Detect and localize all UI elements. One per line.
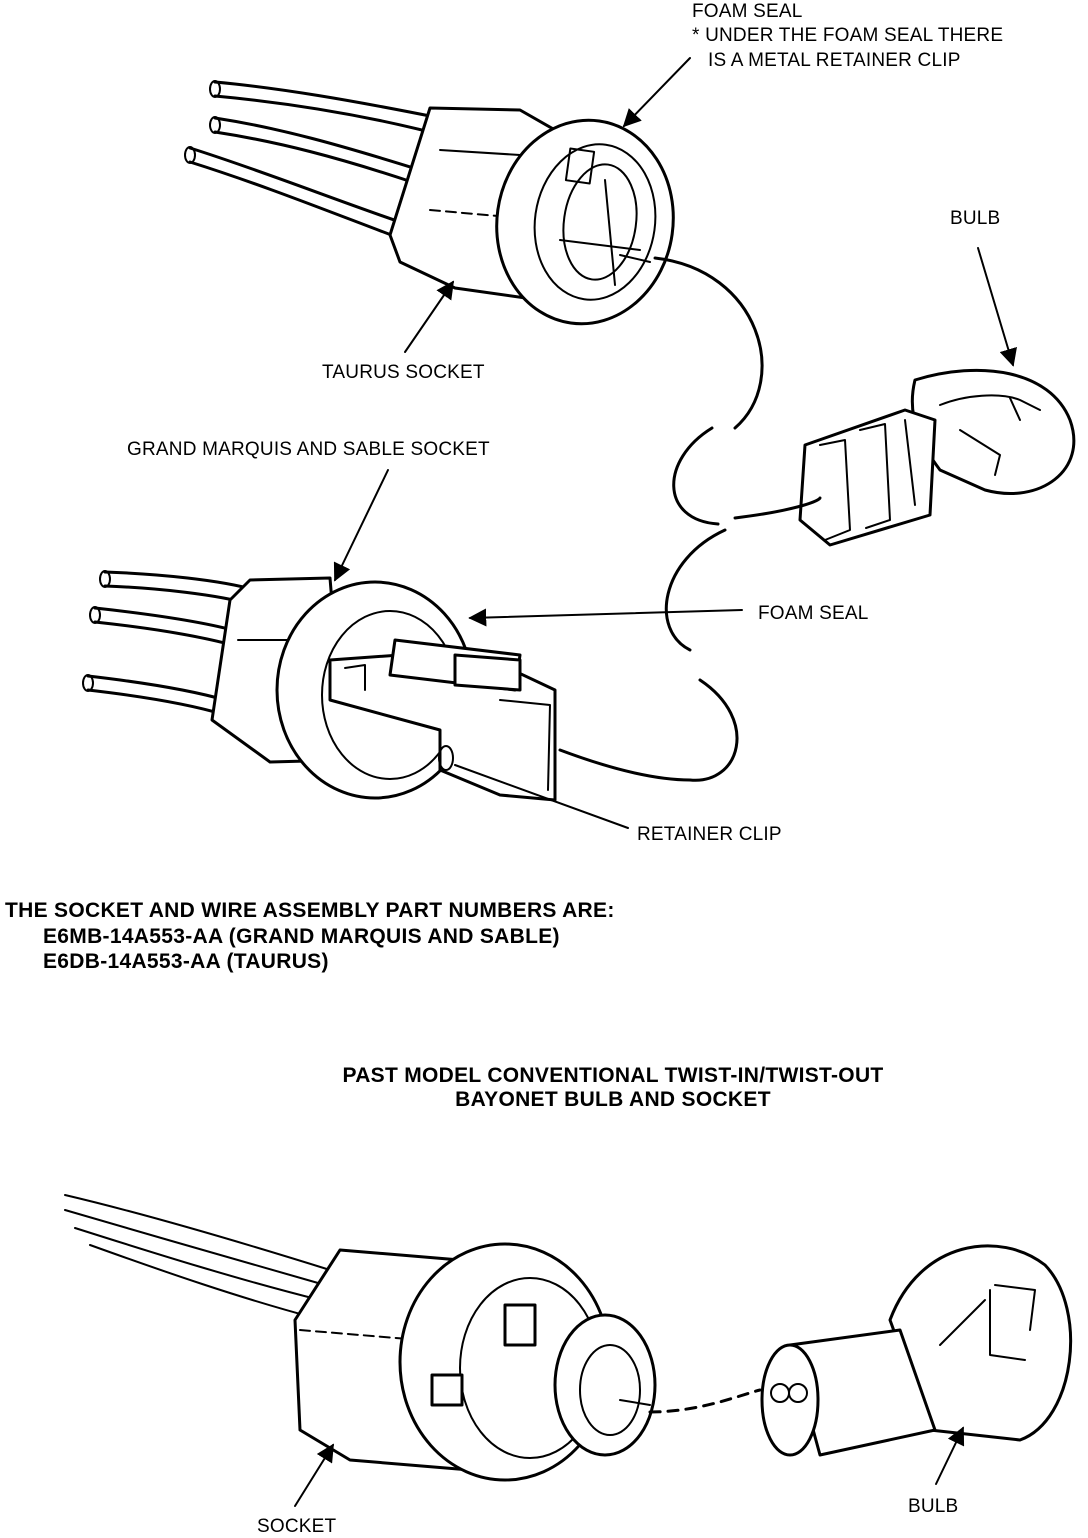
grand-marquis-sable-socket-label: GRAND MARQUIS AND SABLE SOCKET [127, 439, 490, 460]
foam-seal-note-line-2: IS A METAL RETAINER CLIP [708, 50, 961, 71]
part-number-taurus: E6DB-14A553-AA (TAURUS) [43, 950, 329, 973]
past-model-title-line-2: BAYONET BULB AND SOCKET [455, 1088, 771, 1111]
part-number-grand-marquis-sable: E6MB-14A553-AA (GRAND MARQUIS AND SABLE) [43, 925, 560, 948]
foam-seal-middle-label: FOAM SEAL [758, 603, 869, 624]
bulb-bottom-label: BULB [908, 1496, 958, 1517]
bayonet-socket-drawing [64, 1194, 657, 1482]
foam-seal-top-label: FOAM SEAL [692, 1, 803, 22]
retainer-clip-label: RETAINER CLIP [637, 824, 782, 845]
taurus-socket-drawing [184, 80, 675, 326]
wedge-bulb-drawing [798, 368, 1076, 547]
foam-seal-note-line-1: * UNDER THE FOAM SEAL THERE [692, 25, 1003, 46]
socket-bottom-label: SOCKET [257, 1516, 337, 1537]
taurus-socket-label: TAURUS SOCKET [322, 362, 485, 383]
bayonet-bulb-drawing [760, 1244, 1072, 1457]
part-numbers-heading: THE SOCKET AND WIRE ASSEMBLY PART NUMBER… [5, 899, 615, 922]
bulb-top-label: BULB [950, 208, 1000, 229]
past-model-title-line-1: PAST MODEL CONVENTIONAL TWIST-IN/TWIST-O… [342, 1064, 883, 1087]
grand-marquis-sable-socket-drawing [82, 570, 557, 802]
leader-arrows [294, 57, 1017, 1507]
